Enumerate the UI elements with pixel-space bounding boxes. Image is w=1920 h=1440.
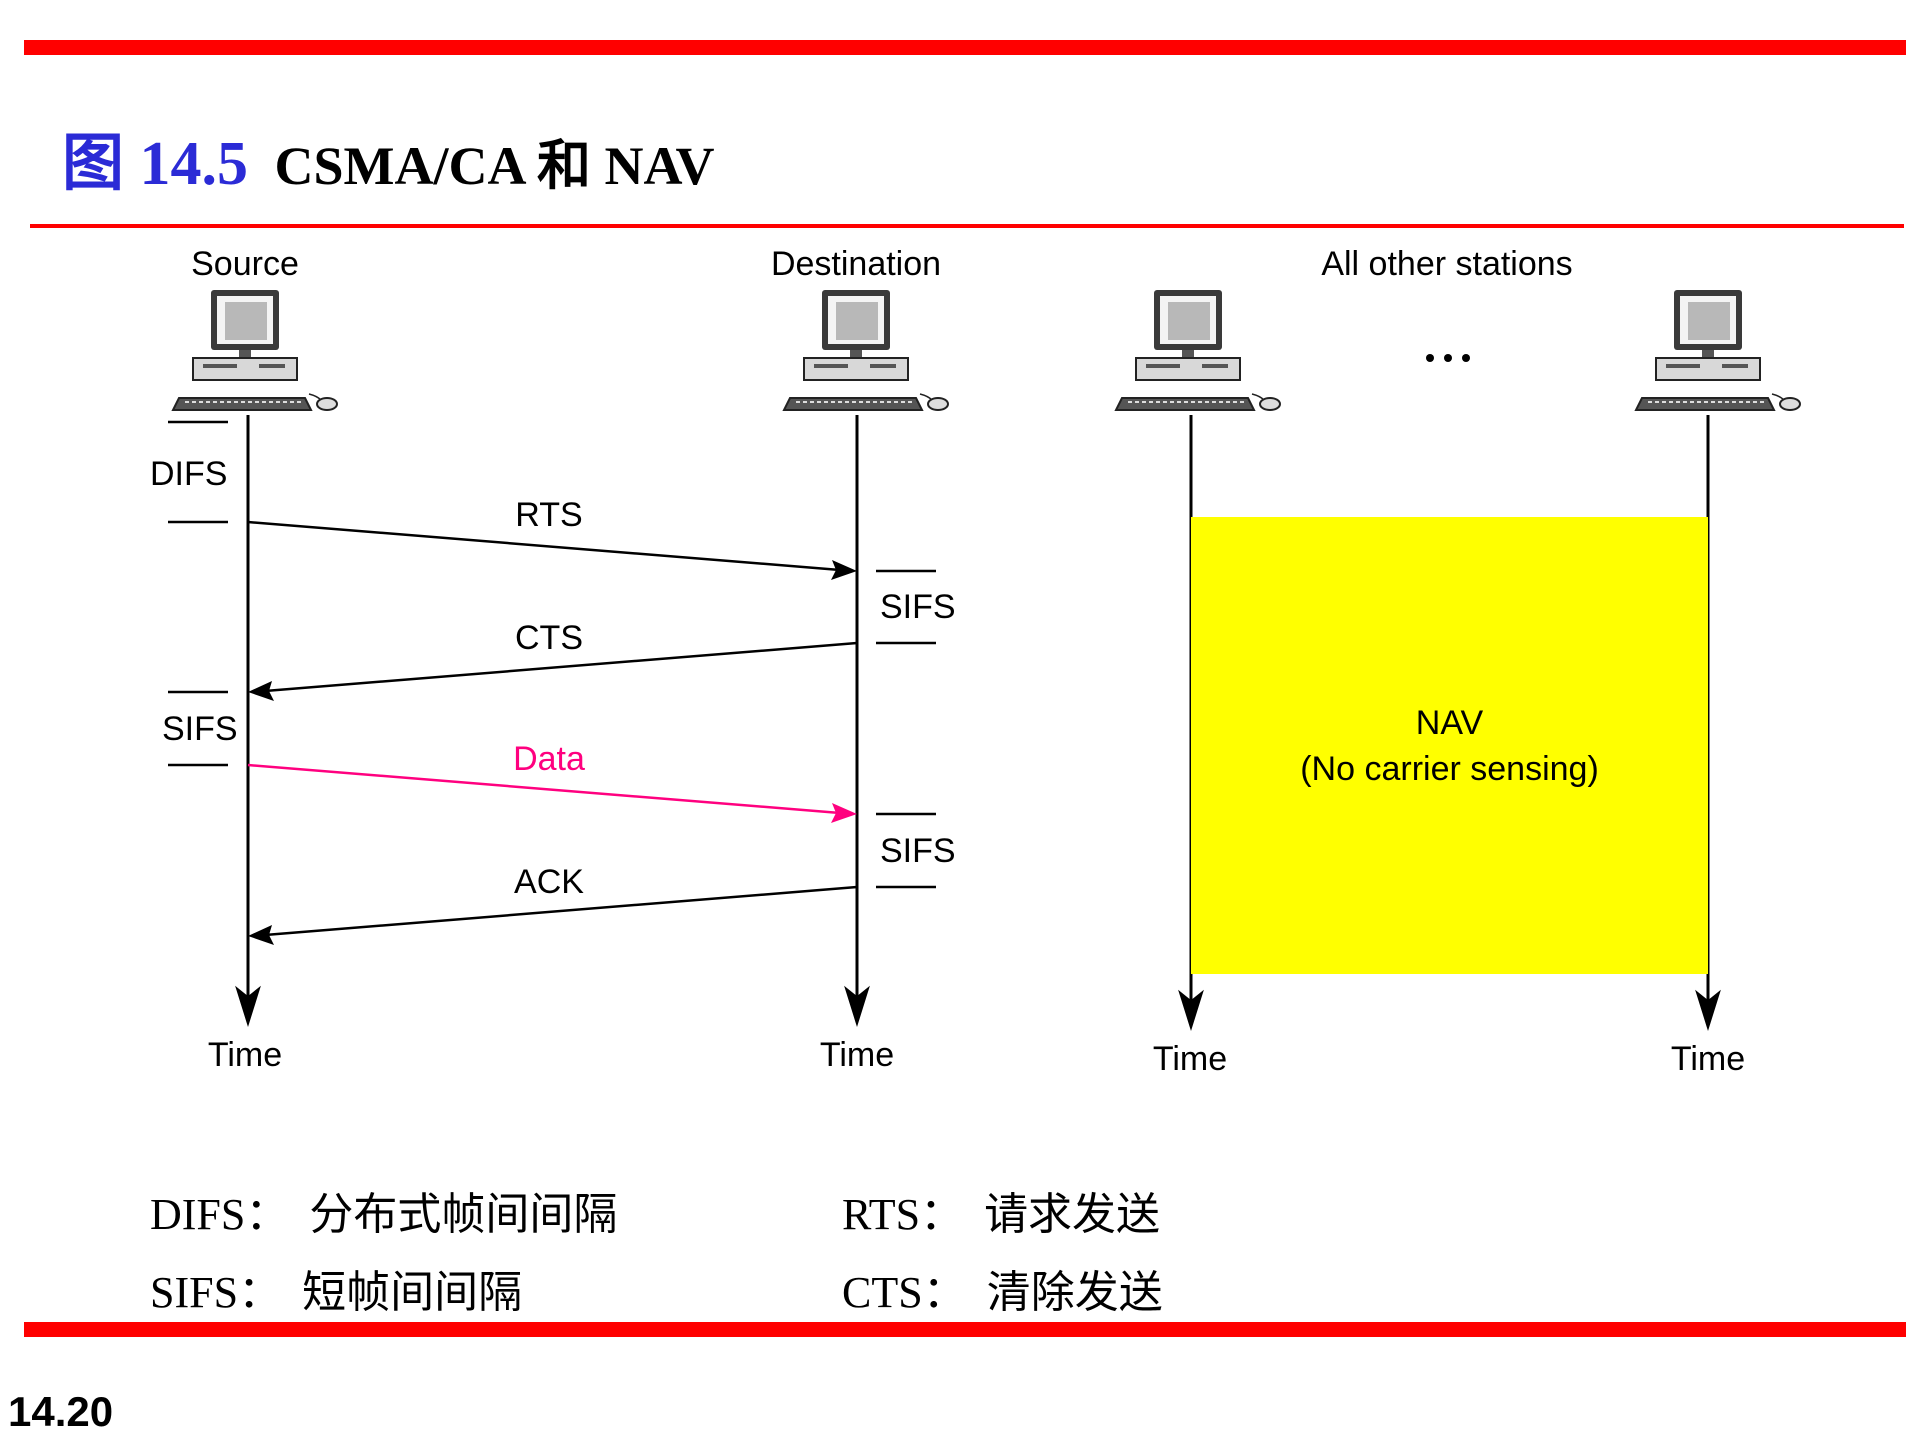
destination-time-arrowhead — [844, 985, 870, 1028]
source-computer-icon — [172, 289, 338, 411]
other-time-label-2: Time — [1670, 1040, 1746, 1078]
legend-cts: CTS： 清除发送 — [842, 1256, 1163, 1320]
cts-arrow — [248, 641, 858, 701]
legend-sifs: SIFS： 短帧间间隔 — [150, 1256, 522, 1320]
legend-rts-def: 请求发送 — [984, 1190, 1161, 1239]
destination-time-label: Time — [819, 1036, 895, 1074]
top-rule — [24, 40, 1906, 55]
title-rule — [30, 224, 1904, 228]
other-station-computer-icon-1 — [1115, 289, 1281, 411]
data-label: Data — [513, 740, 585, 778]
legend-rts: RTS： 请求发送 — [842, 1178, 1160, 1242]
dest-sifs-label-1: SIFS — [880, 588, 956, 626]
legend-sifs-term: SIFS： — [150, 1268, 283, 1317]
nav-title: NAV — [1415, 703, 1484, 742]
legend-sifs-def: 短帧间间隔 — [302, 1268, 523, 1317]
figure-title: 图 14.5 CSMA/CA 和 NAV — [62, 112, 715, 198]
nav-box: NAV (No carrier sensing) — [1191, 517, 1708, 974]
figure-name: CSMA/CA 和 NAV — [274, 136, 715, 196]
legend-cts-term: CTS： — [842, 1268, 967, 1317]
legend-difs: DIFS： 分布式帧间间隔 — [150, 1178, 617, 1242]
other-station-time-arrowhead-1 — [1178, 989, 1204, 1032]
data-arrow — [247, 763, 857, 823]
difs-label: DIFS — [150, 455, 228, 493]
legend-difs-term: DIFS： — [150, 1190, 290, 1239]
ack-label: ACK — [514, 863, 584, 901]
source-time-label: Time — [207, 1036, 283, 1074]
rts-label: RTS — [515, 496, 583, 534]
legend-cts-def: 清除发送 — [986, 1268, 1163, 1317]
ellipsis-icon — [1426, 354, 1470, 362]
other-station-time-arrowhead-2 — [1695, 989, 1721, 1032]
cts-label: CTS — [515, 619, 583, 657]
destination-label: Destination — [770, 245, 942, 283]
source-label: Source — [191, 245, 299, 283]
legend-rts-term: RTS： — [842, 1190, 965, 1239]
destination-computer-icon — [783, 289, 949, 411]
source-sifs-label: SIFS — [162, 710, 238, 748]
rts-arrow — [247, 520, 857, 580]
source-time-arrowhead — [235, 985, 261, 1028]
nav-subtitle: (No carrier sensing) — [1300, 749, 1599, 788]
bottom-rule — [24, 1322, 1906, 1337]
legend-difs-def: 分布式帧间间隔 — [309, 1190, 618, 1239]
dest-sifs-label-2: SIFS — [880, 832, 956, 870]
page-number: 14.20 — [8, 1388, 114, 1435]
other-stations-label: All other stations — [1321, 245, 1573, 283]
ack-arrow — [248, 885, 858, 945]
other-station-computer-icon-2 — [1635, 289, 1801, 411]
other-time-label-1: Time — [1152, 1040, 1228, 1078]
figure-number: 图 14.5 — [62, 130, 249, 198]
